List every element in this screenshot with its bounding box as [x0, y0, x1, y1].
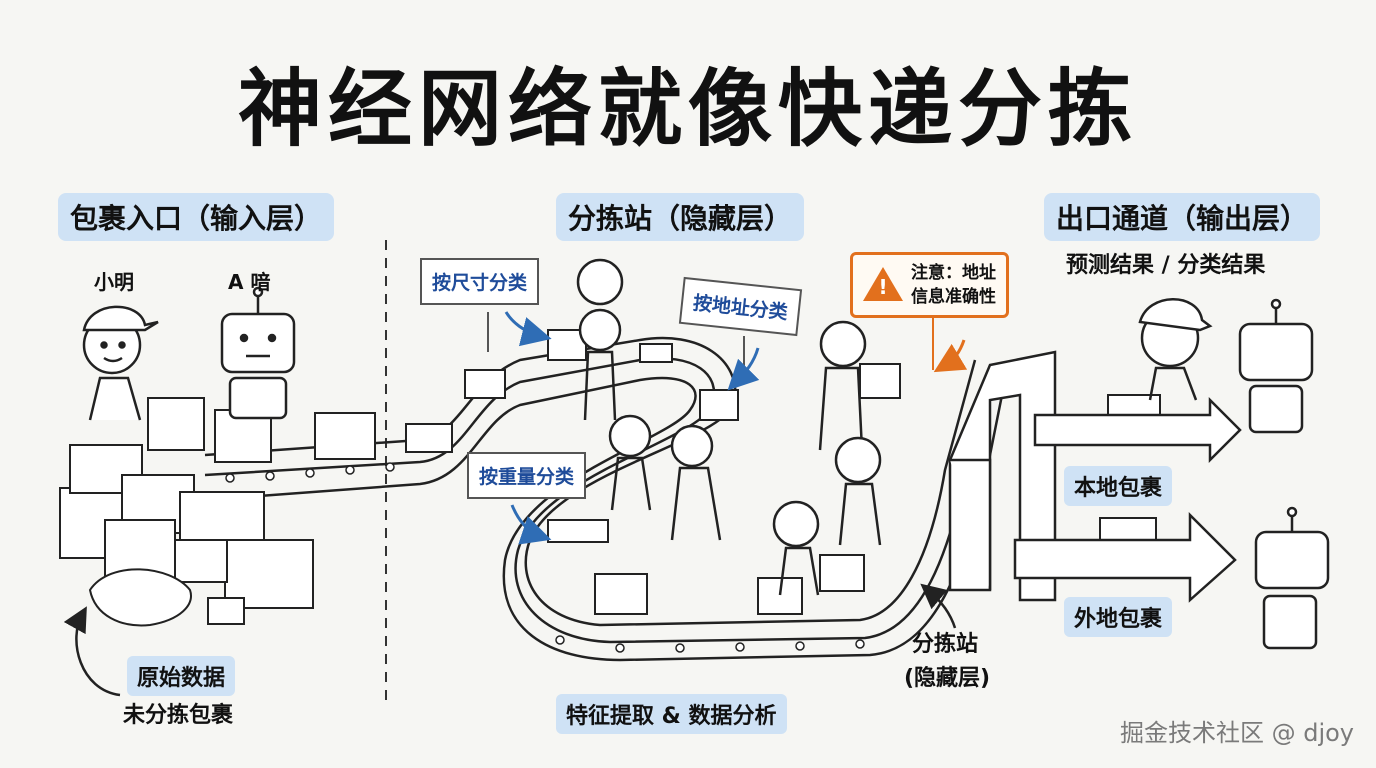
hidden-layer-heading: 分拣站（隐藏层） — [556, 193, 805, 241]
robot-character — [220, 286, 296, 420]
pointer-arrows — [63, 311, 968, 697]
station-label-line2: (隐藏层) — [904, 666, 991, 691]
robot-name-label: A 喑 — [228, 270, 271, 294]
warning-line-1: 注意：地址 — [911, 263, 996, 283]
warning-triangle-icon — [863, 267, 903, 301]
unsorted-parcels-label: 未分拣包裹 — [123, 703, 234, 728]
conveyor-rollers — [225, 462, 865, 653]
watermark: 掘金技术社区 @ djoy — [1119, 719, 1354, 747]
page-title: 神经网络就像快递分拣 — [237, 60, 1138, 158]
output-characters — [1138, 298, 1330, 650]
person-xiaoming — [82, 305, 159, 421]
sign-sort-by-weight: 按重量分类 — [467, 452, 587, 499]
station-label-line1: 分拣站 — [912, 632, 979, 657]
sign-sort-by-size: 按尺寸分类 — [420, 258, 540, 305]
sorting-workers — [576, 258, 882, 596]
conveyor-belt — [204, 336, 1007, 662]
feature-extraction-label: 特征提取 & 数据分析 — [556, 694, 787, 734]
remote-parcels-label: 外地包裹 — [1064, 597, 1173, 637]
warning-note: ! 注意：地址 信息准确性 — [850, 252, 1009, 318]
output-subtitle: 预测结果 / 分类结果 — [1066, 253, 1266, 278]
local-parcels-label: 本地包裹 — [1064, 466, 1173, 506]
person-name-label: 小明 — [94, 270, 134, 294]
output-layer-heading: 出口通道（输出层） — [1044, 193, 1321, 241]
scanner-gate — [948, 350, 1057, 602]
parcel-pile — [59, 397, 453, 627]
warning-line-2: 信息准确性 — [911, 287, 996, 307]
input-layer-heading: 包裹入口（输入层） — [58, 193, 335, 241]
raw-data-label: 原始数据 — [127, 656, 236, 696]
output-channels — [1013, 396, 1242, 603]
